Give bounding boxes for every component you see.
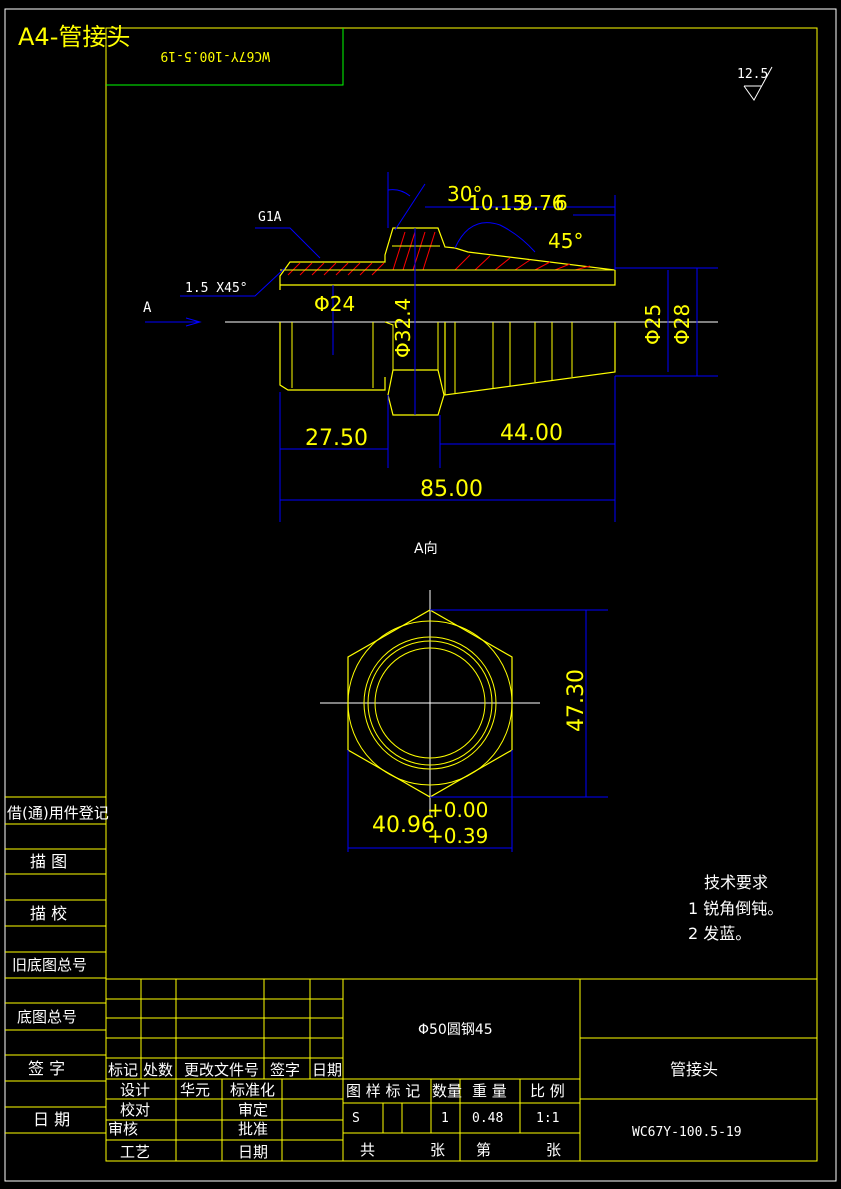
dim-27-50: 27.50 (305, 426, 368, 451)
roughness-value: 12.5 (737, 67, 768, 82)
design-label: 设计 (120, 1081, 150, 1099)
examine-label: 审定 (238, 1101, 268, 1119)
left-register-column: 借(通)用件登记 描 图 描 校 旧底图总号 底图总号 签 字 日 期 (5, 796, 109, 1134)
rev-header-count: 处数 (143, 1061, 173, 1079)
process-label: 工艺 (120, 1143, 150, 1161)
designer-name: 华元 (180, 1081, 210, 1099)
main-view-dimensions: G1A 1.5 X45° 30° 10.15 9.76 6 45° Φ24 Φ3… (143, 172, 718, 522)
left-col-check: 描 校 (30, 904, 67, 923)
rev-header-sign: 签字 (270, 1061, 300, 1079)
standardize-label: 标准化 (230, 1081, 275, 1099)
proofread-label: 校对 (120, 1101, 150, 1119)
title-block-text: 标记 处数 更改文件号 签字 日期 设计 华元 标准化 校对 审定 审核 批准 … (108, 1022, 742, 1161)
scale-value: 1:1 (536, 1111, 559, 1126)
left-col-date: 日 期 (33, 1110, 70, 1129)
a-view: 47.30 40.96 +0.00 +0.39 (320, 590, 608, 852)
dim-44-00: 44.00 (500, 421, 563, 446)
left-col-base: 底图总号 (17, 1008, 77, 1026)
weight-value: 0.48 (472, 1111, 503, 1126)
total-label: 共 (360, 1141, 375, 1159)
marking-header: 图 样 标 记 (346, 1082, 420, 1100)
rev-header-date: 日期 (312, 1061, 342, 1079)
left-col-trace: 描 图 (30, 852, 67, 871)
part-name: 管接头 (670, 1060, 718, 1079)
dim-10-15: 10.15 (468, 191, 525, 215)
date-label: 日期 (238, 1143, 268, 1161)
left-col-sign: 签 字 (28, 1059, 65, 1078)
view-a-label: A向 (414, 541, 438, 557)
dim-6: 6 (555, 191, 568, 215)
section-hatching (287, 231, 591, 276)
tech-req-heading: 技术要求 (704, 873, 768, 892)
dim-85-00: 85.00 (420, 477, 483, 502)
sheet-no-label: 第 (476, 1141, 491, 1159)
dim-phi24: Φ24 (314, 292, 355, 316)
rev-header-doc: 更改文件号 (184, 1061, 259, 1079)
left-col-register: 借(通)用件登记 (7, 804, 109, 822)
scale-header: 比 例 (530, 1082, 565, 1100)
rev-header-mark: 标记 (108, 1061, 138, 1079)
weight-header: 重 量 (472, 1082, 507, 1100)
tech-req-item-2: 2 发蓝。 (688, 924, 751, 943)
material-label: Φ50圆钢45 (418, 1022, 493, 1038)
mirrored-drawing-code: WC67Y-100.5-19 (160, 48, 270, 63)
title-block (106, 978, 817, 1161)
thread-label: G1A (258, 210, 282, 225)
sheet-title: A4-管接头 (18, 23, 130, 51)
angle-45: 45° (548, 229, 583, 253)
angle-30: 30° (447, 182, 482, 206)
view-a-arrow-label: A (143, 300, 152, 316)
roughness-symbol: 12.5 (737, 66, 773, 101)
code-box (106, 28, 344, 86)
inner-frame (105, 27, 818, 1162)
hex-nut-side (387, 369, 445, 416)
outer-frame (4, 8, 837, 1182)
sheets-label-1: 张 (430, 1141, 445, 1159)
barb-outline (444, 322, 616, 396)
tol-lower: +0.39 (427, 824, 488, 848)
barb-lines (454, 322, 573, 393)
qty-value: 1 (441, 1111, 449, 1126)
dim-9-76: 9.76 (520, 191, 565, 215)
approve-label: 批准 (238, 1120, 268, 1138)
qty-header: 数量 (432, 1082, 462, 1100)
left-col-old-base: 旧底图总号 (12, 956, 87, 974)
review-label: 审核 (108, 1120, 138, 1138)
dim-phi25: Φ25 (641, 304, 665, 345)
lower-outline-left (279, 322, 386, 391)
tol-upper: +0.00 (427, 798, 488, 822)
sheets-label-2: 张 (546, 1141, 561, 1159)
dim-40-96: 40.96 (372, 813, 435, 838)
dim-47-30: 47.30 (564, 669, 589, 732)
dim-phi28: Φ28 (670, 304, 694, 345)
dim-phi32-4: Φ32.4 (391, 298, 415, 358)
tech-req-item-1: 1 锐角倒钝。 (688, 899, 783, 918)
chamfer-label: 1.5 X45° (185, 281, 248, 296)
marking-value: S (352, 1111, 360, 1126)
drawing-number: WC67Y-100.5-19 (632, 1125, 742, 1140)
technical-requirements: 技术要求 1 锐角倒钝。 2 发蓝。 (688, 873, 783, 943)
